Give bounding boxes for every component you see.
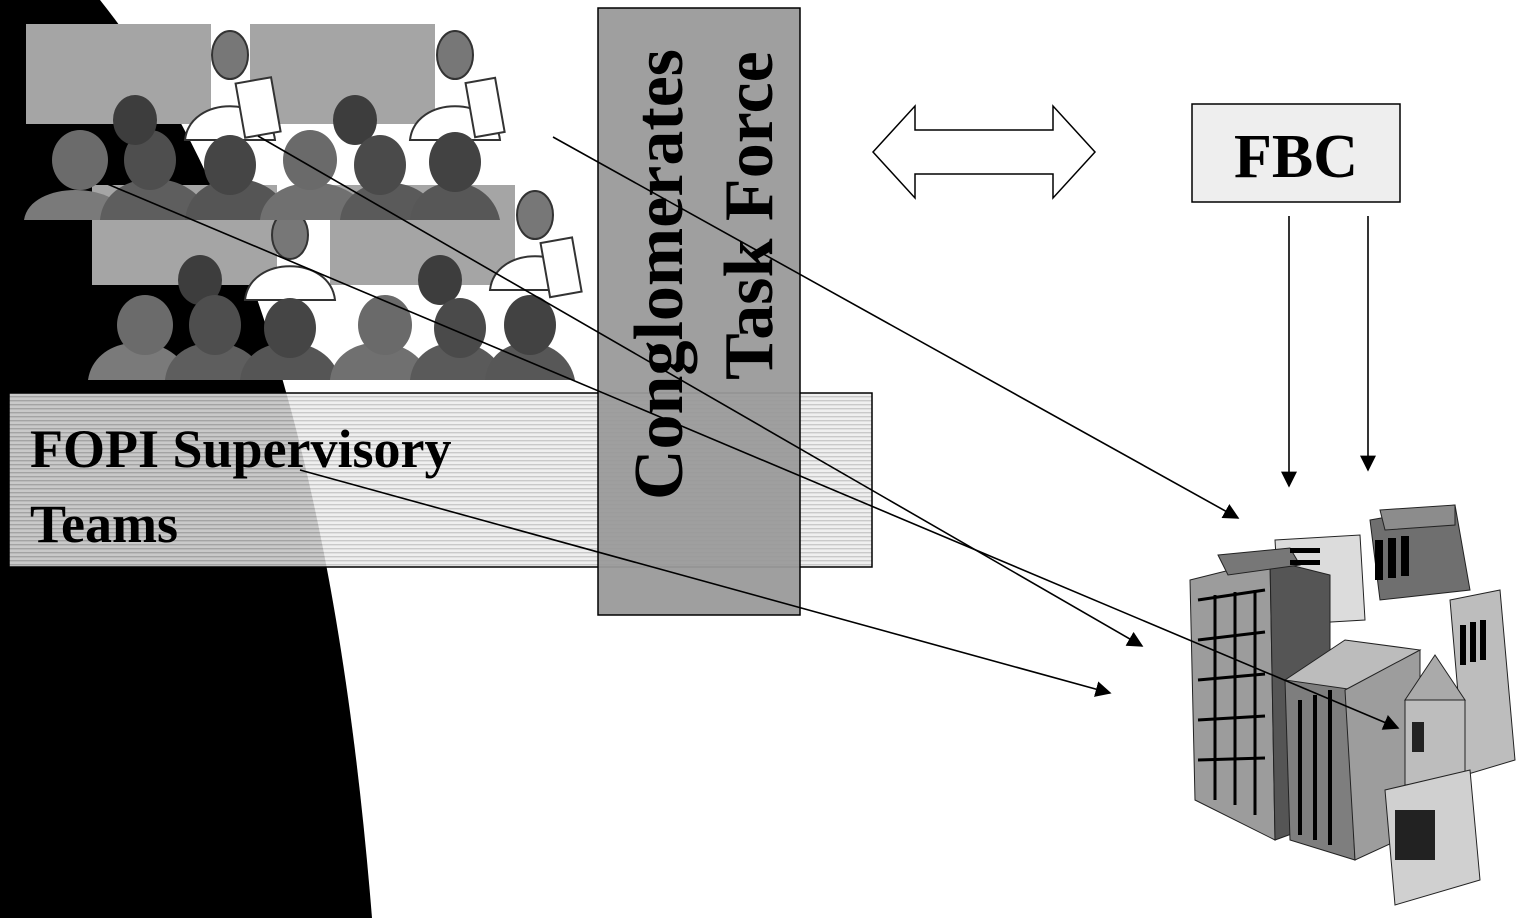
task-force-label-line1: Conglomerates (621, 49, 698, 500)
fopi-label-line1: FOPI Supervisory (30, 419, 452, 479)
double-arrow-icon (871, 104, 1097, 200)
arrow-to-buildings-4 (299, 469, 1112, 697)
connector-arrows (104, 135, 1400, 730)
fbc-label: FBC (1234, 123, 1358, 191)
fbc-box (1191, 103, 1401, 203)
task-force-label-line2: Task Force (711, 51, 788, 380)
meeting-people-icon (24, 24, 583, 380)
task-force-box (597, 7, 801, 616)
office-buildings-icon (1189, 504, 1516, 906)
arrow-to-buildings-3 (104, 182, 1400, 730)
fopi-label-line2: Teams (30, 494, 178, 554)
arrow-to-buildings-2 (257, 135, 1144, 647)
arrow-to-buildings-1 (552, 136, 1240, 519)
